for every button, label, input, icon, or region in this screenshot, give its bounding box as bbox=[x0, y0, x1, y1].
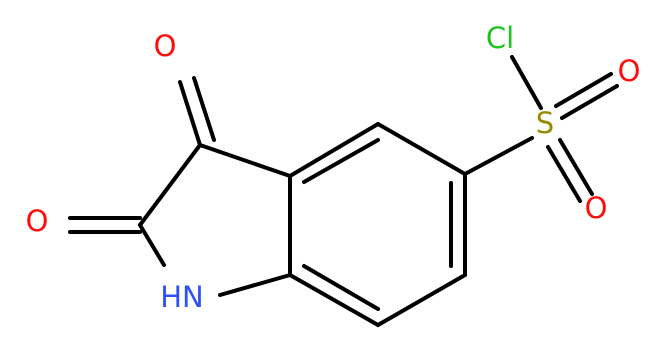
pyrrolidine-ring bbox=[138, 143, 292, 297]
bond-s-o-bottom-a bbox=[558, 138, 594, 196]
bond-c5-s bbox=[463, 136, 534, 176]
sulfonyl-chloride-group bbox=[463, 55, 619, 203]
bond-c3a-c4 bbox=[288, 122, 380, 178]
sulfonyl-oxygen-top-label: O bbox=[618, 54, 641, 88]
benzene-ring bbox=[288, 122, 467, 327]
sulfur-atom-label: S bbox=[536, 106, 554, 140]
bond-c7-c7a-inner bbox=[302, 264, 380, 311]
bond-s-o-top-b bbox=[554, 72, 613, 108]
bond-c3-c2 bbox=[138, 143, 202, 227]
chlorine-atom-label: Cl bbox=[486, 21, 514, 55]
bond-c3-o-b bbox=[192, 76, 216, 142]
bond-c2-n1 bbox=[138, 223, 166, 267]
bond-c3-o-a bbox=[178, 80, 202, 147]
carbonyl-c3 bbox=[178, 76, 216, 147]
bond-c4-c4-inner bbox=[302, 138, 380, 184]
nitrogen-atom-label: HN bbox=[160, 280, 204, 314]
bond-c7-c7a bbox=[288, 273, 380, 327]
bond-s-o-top-a bbox=[560, 84, 619, 120]
carbonyl-c2 bbox=[68, 216, 142, 234]
bond-s-cl bbox=[510, 55, 543, 110]
bond-s-o-bottom-b bbox=[546, 145, 582, 203]
bond-c4-c5 bbox=[376, 122, 467, 176]
bond-c6-c7 bbox=[376, 273, 467, 327]
bond-n1-c7a bbox=[218, 273, 292, 297]
amide-oxygen-label: O bbox=[26, 204, 49, 238]
sulfonyl-oxygen-bottom-label: O bbox=[585, 191, 608, 225]
ketone-oxygen-label: O bbox=[154, 29, 177, 63]
bond-c3a-c3 bbox=[198, 143, 292, 178]
